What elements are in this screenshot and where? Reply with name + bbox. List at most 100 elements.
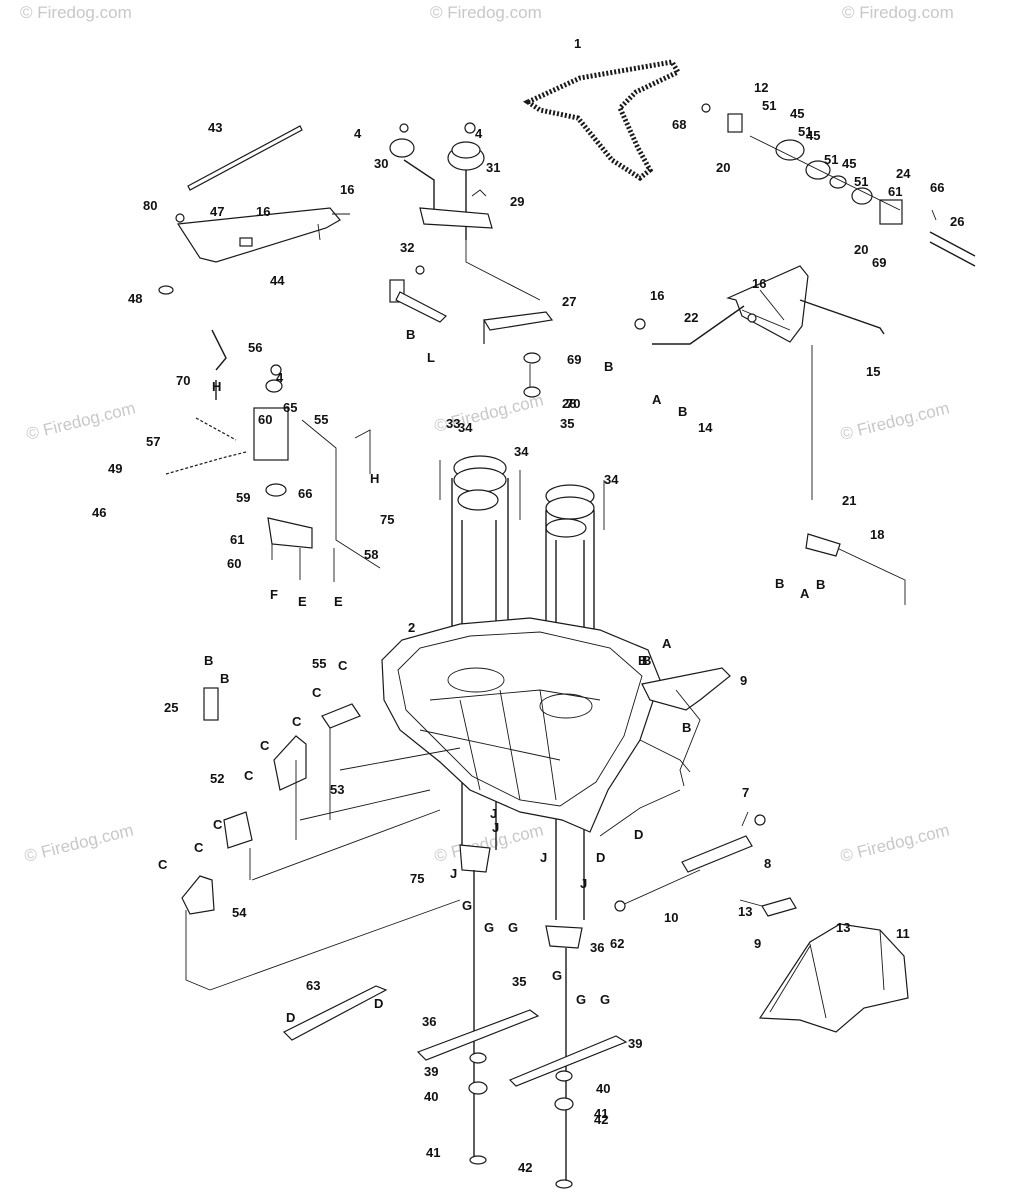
part-callout: 43 bbox=[208, 120, 222, 135]
part-callout: 31 bbox=[486, 160, 500, 175]
connection-letter: L bbox=[427, 350, 435, 365]
part-callout: 51 bbox=[762, 98, 776, 113]
left-arm-assembly bbox=[165, 329, 381, 582]
connection-letter: D bbox=[374, 996, 383, 1011]
connection-letter: C bbox=[338, 658, 348, 673]
connection-letter: C bbox=[260, 738, 270, 753]
watermark: © Firedog.com bbox=[432, 820, 545, 865]
part-callout: 20 bbox=[716, 160, 730, 175]
part-callout: 13 bbox=[738, 904, 752, 919]
part-callout: 60 bbox=[258, 412, 272, 427]
part-callout: 70 bbox=[176, 373, 190, 388]
connection-letter: A bbox=[662, 636, 672, 651]
upper-pulley-assembly bbox=[389, 122, 554, 398]
part-callout: 42 bbox=[594, 1112, 608, 1127]
part-callout: 53 bbox=[330, 782, 344, 797]
part-callout: 51 bbox=[798, 124, 812, 139]
part-callout: 46 bbox=[92, 505, 106, 520]
part-callout: 21 bbox=[842, 493, 856, 508]
part-callout: 59 bbox=[236, 490, 250, 505]
part-callout: 49 bbox=[108, 461, 122, 476]
part-callout: 75 bbox=[410, 871, 424, 886]
connection-letter: A bbox=[800, 586, 810, 601]
connection-letter: J bbox=[540, 850, 547, 865]
connection-letter: C bbox=[244, 768, 254, 783]
part-callout: 45 bbox=[842, 156, 856, 171]
watermark: © Firedog.com bbox=[842, 3, 954, 22]
watermark: © Firedog.com bbox=[20, 3, 132, 22]
part-callout: 68 bbox=[672, 117, 686, 132]
watermark: © Firedog.com bbox=[24, 398, 137, 443]
connection-letter: B bbox=[406, 327, 415, 342]
part-callout: 60 bbox=[227, 556, 241, 571]
part-callout: 4 bbox=[475, 126, 483, 141]
part-callout: 35 bbox=[512, 974, 526, 989]
left-upper-bracket-assembly bbox=[158, 125, 350, 295]
cutting-blades bbox=[282, 985, 628, 1087]
connection-letter: E bbox=[298, 594, 307, 609]
part-callout: 80 bbox=[143, 198, 157, 213]
connection-letter: F bbox=[270, 587, 278, 602]
connection-letter: J bbox=[450, 866, 457, 881]
part-callout: 34 bbox=[514, 444, 529, 459]
connection-letter: B bbox=[204, 653, 213, 668]
connection-letter: B bbox=[642, 653, 651, 668]
connection-letter: D bbox=[634, 827, 643, 842]
part-callout: 66 bbox=[298, 486, 312, 501]
connection-letter: G bbox=[462, 898, 472, 913]
part-callout: 40 bbox=[596, 1081, 610, 1096]
watermark: © Firedog.com bbox=[22, 820, 135, 865]
part-callout: 61 bbox=[888, 184, 902, 199]
mower-deck bbox=[381, 617, 691, 833]
part-callout: 54 bbox=[232, 905, 247, 920]
connection-letter: B bbox=[682, 720, 691, 735]
discharge-chute bbox=[739, 897, 909, 1033]
part-callout: 29 bbox=[510, 194, 524, 209]
part-callout: 34 bbox=[604, 472, 619, 487]
part-callout: 41 bbox=[594, 1106, 608, 1121]
part-callout: 39 bbox=[424, 1064, 438, 1079]
part-callout: 63 bbox=[306, 978, 320, 993]
part-callout: 66 bbox=[930, 180, 944, 195]
watermark: © Firedog.com bbox=[838, 820, 951, 865]
connection-letter: B bbox=[678, 404, 687, 419]
part-callout: 13 bbox=[836, 920, 850, 935]
part-callout: 36 bbox=[422, 1014, 436, 1029]
part-callout: 57 bbox=[146, 434, 160, 449]
connection-letter: B bbox=[220, 671, 229, 686]
connection-letter: B bbox=[816, 577, 825, 592]
part-callout: 9 bbox=[754, 936, 761, 951]
part-callout: 45 bbox=[806, 128, 820, 143]
part-callout: 30 bbox=[374, 156, 388, 171]
connection-letter: E bbox=[334, 594, 343, 609]
part-callout: 1 bbox=[574, 36, 581, 51]
part-callout: 69 bbox=[872, 255, 886, 270]
part-callout: 51 bbox=[824, 152, 838, 167]
connection-letter: J bbox=[490, 806, 497, 821]
connection-letter: C bbox=[312, 685, 322, 700]
part-callout: 4 bbox=[276, 370, 284, 385]
connection-letter: D bbox=[286, 1010, 295, 1025]
connection-letter: G bbox=[600, 992, 610, 1007]
connection-letter: C bbox=[213, 817, 223, 832]
part-callout: 4 bbox=[354, 126, 362, 141]
part-callout: 14 bbox=[698, 420, 713, 435]
connection-letter: C bbox=[158, 857, 168, 872]
connection-letter: B bbox=[638, 653, 647, 668]
part-callout: 55 bbox=[312, 656, 326, 671]
part-callout: 61 bbox=[230, 532, 244, 547]
part-callout: 2 bbox=[408, 620, 415, 635]
part-callout: 7 bbox=[742, 785, 749, 800]
part-callout: 26 bbox=[950, 214, 964, 229]
part-callout: 33 bbox=[446, 416, 460, 431]
right-lever-bracket bbox=[634, 265, 906, 605]
part-callout: 42 bbox=[518, 1160, 532, 1175]
part-callout: 45 bbox=[790, 106, 804, 121]
connection-letter: J bbox=[492, 820, 499, 835]
part-callout: 62 bbox=[610, 936, 624, 951]
part-callout: 75 bbox=[380, 512, 394, 527]
part-callout: 28 bbox=[562, 396, 576, 411]
part-callout: 25 bbox=[164, 700, 178, 715]
connection-letter: D bbox=[596, 850, 605, 865]
